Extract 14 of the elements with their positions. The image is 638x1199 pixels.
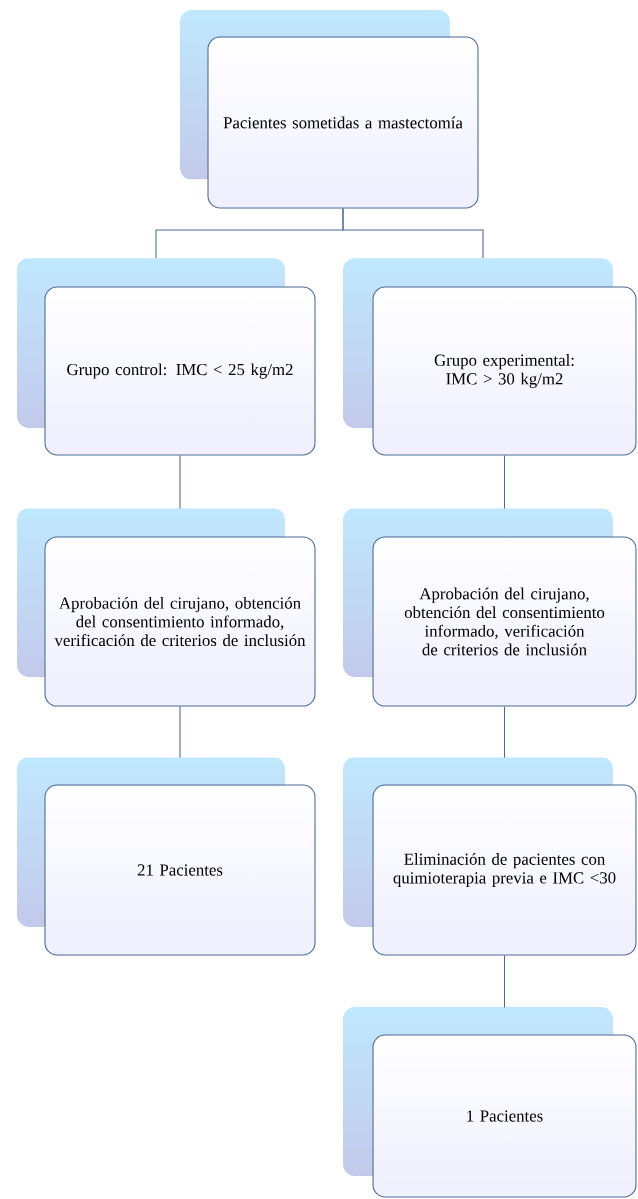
process-box: Grupo control: IMC < 25 kg/m2 <box>44 286 316 456</box>
connector-line <box>342 207 484 259</box>
process-box: Pacientes sometidas a mastectomía <box>207 36 479 209</box>
connector-line <box>179 706 181 759</box>
process-box: 1 Pacientes <box>372 1034 637 1198</box>
process-box: Aprobación del cirujano, obtención del consentimiento informado, verificación de criterios de inclusión <box>372 536 637 707</box>
process-box: Grupo experimental: IMC > 30 kg/m2 <box>372 286 637 456</box>
connector-line <box>179 455 181 510</box>
process-box: 21 Pacientes <box>44 784 316 956</box>
connector-line <box>503 706 506 759</box>
connector-line <box>503 455 506 510</box>
connector-line <box>503 955 506 1009</box>
process-box: Eliminación de pacientes con quimioterapia previa e IMC <30 <box>372 784 637 956</box>
process-box: Aprobación del cirujano, obtención del consentimiento informado, verificación de criterios de inclusión <box>44 536 316 707</box>
